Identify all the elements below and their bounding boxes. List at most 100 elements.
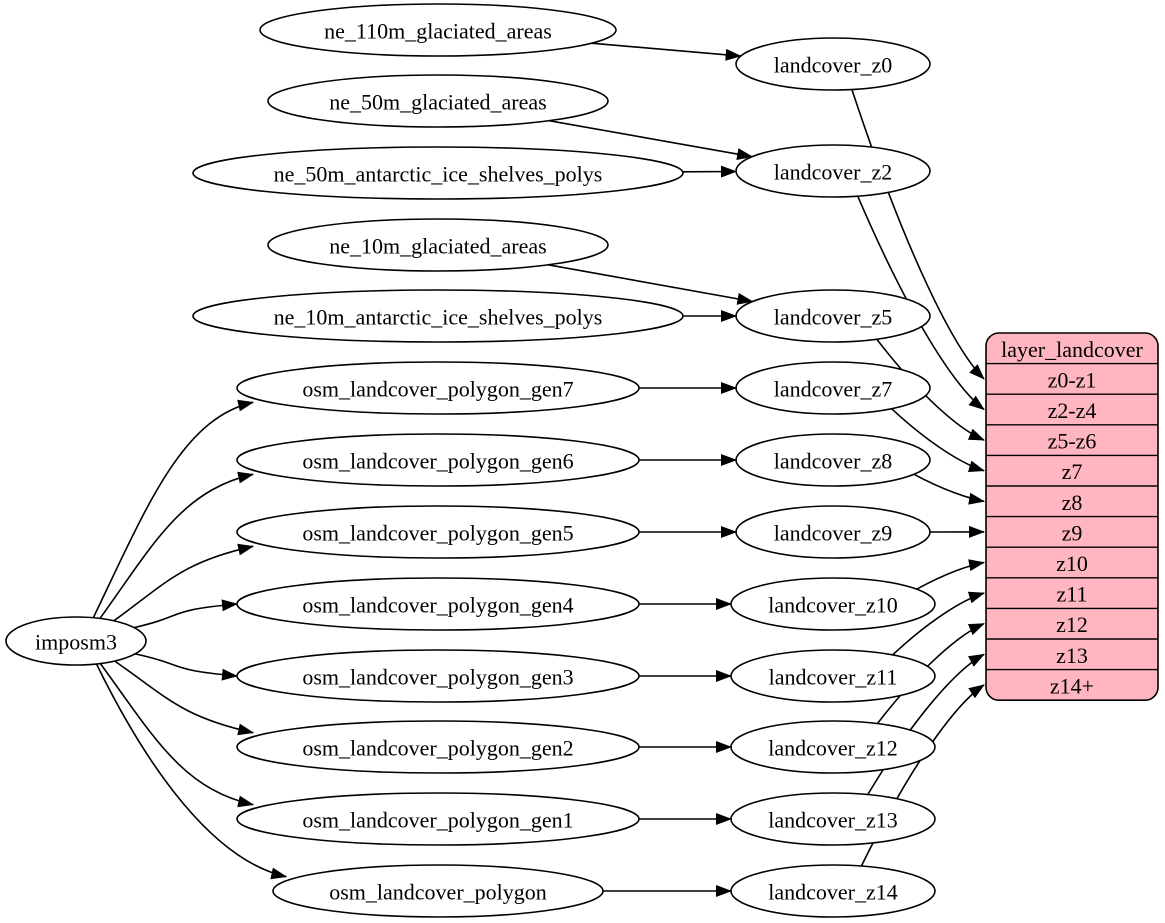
node-landcover_z2-shape	[735, 144, 931, 198]
table-row-z8: z8	[1062, 490, 1083, 515]
table-row-z14+: z14+	[1050, 673, 1094, 698]
node-imposm3: imposm3	[5, 616, 147, 666]
node-ne_50m_glaciated_areas: ne_50m_glaciated_areas	[267, 74, 609, 128]
node-landcover_z7: landcover_z7	[735, 361, 931, 415]
node-landcover_z13-label: landcover_z13	[768, 808, 898, 833]
edge-imposm3-osm_landcover_polygon_gen6	[99, 471, 255, 619]
node-landcover_z8-label: landcover_z8	[774, 449, 893, 474]
table-row-z11: z11	[1057, 582, 1088, 607]
node-landcover_z2-label: landcover_z2	[774, 160, 893, 185]
node-ne_10m_glaciated_areas-shape	[267, 218, 609, 272]
table-row-z2-z4: z2-z4	[1048, 398, 1097, 423]
edge-landcover_z12-row-8	[876, 622, 985, 725]
node-landcover_z5-label: landcover_z5	[774, 305, 893, 330]
edge-imposm3-osm_landcover_polygon_gen5	[113, 543, 255, 622]
node-landcover_z9: landcover_z9	[735, 505, 931, 559]
edge-imposm3-osm_landcover_polygon	[95, 663, 288, 880]
node-landcover_z2: landcover_z2	[735, 144, 931, 198]
node-landcover_z0-shape	[735, 37, 931, 91]
edge-landcover_z2-row-1	[856, 195, 985, 411]
node-landcover_z13: landcover_z13	[730, 792, 936, 846]
table-row-z0-z1: z0-z1	[1048, 367, 1097, 392]
node-ne_110m_glaciated_areas: ne_110m_glaciated_areas	[259, 3, 617, 57]
node-landcover_z12-label: landcover_z12	[768, 736, 898, 761]
node-osm_landcover_polygon_gen7: osm_landcover_polygon_gen7	[236, 361, 640, 415]
node-osm_landcover_polygon_gen3-shape	[236, 649, 640, 703]
node-osm_landcover_polygon-label: osm_landcover_polygon	[329, 880, 547, 905]
node-osm_landcover_polygon_gen7-shape	[236, 361, 640, 415]
node-ne_50m_antarctic_ice_shelves_polys-shape	[192, 146, 684, 200]
node-landcover_z14-shape	[730, 864, 936, 918]
node-landcover_z9-label: landcover_z9	[774, 521, 893, 546]
edge-landcover_z8-row-4	[913, 473, 985, 505]
node-landcover_z5-shape	[735, 289, 931, 343]
node-ne_110m_glaciated_areas-shape	[259, 3, 617, 57]
node-ne_10m_antarctic_ice_shelves_polys-label: ne_10m_antarctic_ice_shelves_polys	[274, 305, 603, 330]
node-osm_landcover_polygon_gen1-label: osm_landcover_polygon_gen1	[302, 808, 573, 833]
node-osm_landcover_polygon: osm_landcover_polygon	[272, 864, 604, 918]
node-landcover_z10: landcover_z10	[730, 577, 936, 631]
node-ne_10m_antarctic_ice_shelves_polys: ne_10m_antarctic_ice_shelves_polys	[192, 289, 684, 343]
table-title: layer_landcover	[1001, 337, 1143, 362]
node-landcover_z7-label: landcover_z7	[774, 377, 893, 402]
node-osm_landcover_polygon_gen1-shape	[236, 792, 640, 846]
node-osm_landcover_polygon_gen3-label: osm_landcover_polygon_gen3	[302, 665, 573, 690]
node-landcover_z0: landcover_z0	[735, 37, 931, 91]
node-osm_landcover_polygon_gen5-label: osm_landcover_polygon_gen5	[302, 521, 573, 546]
node-osm_landcover_polygon_gen7-label: osm_landcover_polygon_gen7	[302, 377, 573, 402]
node-landcover_z10-shape	[730, 577, 936, 631]
node-osm_landcover_polygon_gen6: osm_landcover_polygon_gen6	[236, 433, 640, 487]
node-ne_50m_glaciated_areas-label: ne_50m_glaciated_areas	[329, 90, 546, 115]
node-osm_landcover_polygon_gen4-label: osm_landcover_polygon_gen4	[302, 593, 573, 618]
node-osm_landcover_polygon_gen2: osm_landcover_polygon_gen2	[236, 720, 640, 774]
node-landcover_z12-shape	[730, 720, 936, 774]
node-landcover_z13-shape	[730, 792, 936, 846]
node-osm_landcover_polygon_gen6-label: osm_landcover_polygon_gen6	[302, 449, 573, 474]
edge-landcover_z5-row-2	[876, 338, 985, 441]
node-landcover_z10-label: landcover_z10	[768, 593, 898, 618]
node-landcover_z8-shape	[735, 433, 931, 487]
table-layer-landcover: layer_landcoverz0-z1z2-z4z5-z6z7z8z9z10z…	[985, 332, 1159, 702]
node-ne_50m_antarctic_ice_shelves_polys: ne_50m_antarctic_ice_shelves_polys	[192, 146, 684, 200]
node-landcover_z7-shape	[735, 361, 931, 415]
node-imposm3-label: imposm3	[35, 630, 117, 655]
node-ne_50m_glaciated_areas-shape	[267, 74, 609, 128]
node-ne_10m_glaciated_areas: ne_10m_glaciated_areas	[267, 218, 609, 272]
node-osm_landcover_polygon_gen1: osm_landcover_polygon_gen1	[236, 792, 640, 846]
table-row-z12: z12	[1056, 612, 1088, 637]
edge-imposm3-osm_landcover_polygon_gen2	[114, 660, 255, 736]
node-landcover_z11-shape	[730, 649, 936, 703]
node-imposm3-shape	[5, 616, 147, 666]
edge-landcover_z7-row-3	[891, 408, 985, 473]
node-landcover_z5: landcover_z5	[735, 289, 931, 343]
node-ne_110m_glaciated_areas-label: ne_110m_glaciated_areas	[324, 19, 552, 44]
table-row-z13: z13	[1056, 643, 1088, 668]
edge-imposm3-osm_landcover_polygon_gen7	[92, 399, 255, 619]
table-row-z10: z10	[1056, 551, 1088, 576]
node-ne_10m_glaciated_areas-label: ne_10m_glaciated_areas	[329, 234, 546, 259]
node-osm_landcover_polygon_gen3: osm_landcover_polygon_gen3	[236, 649, 640, 703]
node-landcover_z8: landcover_z8	[735, 433, 931, 487]
node-osm_landcover_polygon-shape	[272, 864, 604, 918]
edge-imposm3-osm_landcover_polygon_gen1	[99, 663, 255, 808]
node-landcover_z11: landcover_z11	[730, 649, 936, 703]
node-landcover_z0-label: landcover_z0	[774, 53, 893, 78]
edge-ne_10m_glaciated_areas-landcover_z5	[548, 264, 754, 305]
edge-landcover_z10-row-6	[916, 559, 985, 590]
node-ne_10m_antarctic_ice_shelves_polys-shape	[192, 289, 684, 343]
node-osm_landcover_polygon_gen4-shape	[236, 577, 640, 631]
node-osm_landcover_polygon_gen5-shape	[236, 505, 640, 559]
node-landcover_z9-shape	[735, 505, 931, 559]
edge-ne_50m_glaciated_areas-landcover_z2	[548, 119, 754, 160]
node-landcover_z12: landcover_z12	[730, 720, 936, 774]
node-osm_landcover_polygon_gen6-shape	[236, 433, 640, 487]
node-landcover_z14: landcover_z14	[730, 864, 936, 918]
edge-landcover_z11-row-7	[892, 591, 985, 656]
node-osm_landcover_polygon_gen2-shape	[236, 720, 640, 774]
node-landcover_z11-label: landcover_z11	[769, 665, 898, 690]
node-osm_landcover_polygon_gen5: osm_landcover_polygon_gen5	[236, 505, 640, 559]
edge-imposm3-osm_landcover_polygon_gen4	[133, 599, 238, 629]
node-ne_50m_antarctic_ice_shelves_polys-label: ne_50m_antarctic_ice_shelves_polys	[274, 162, 603, 187]
